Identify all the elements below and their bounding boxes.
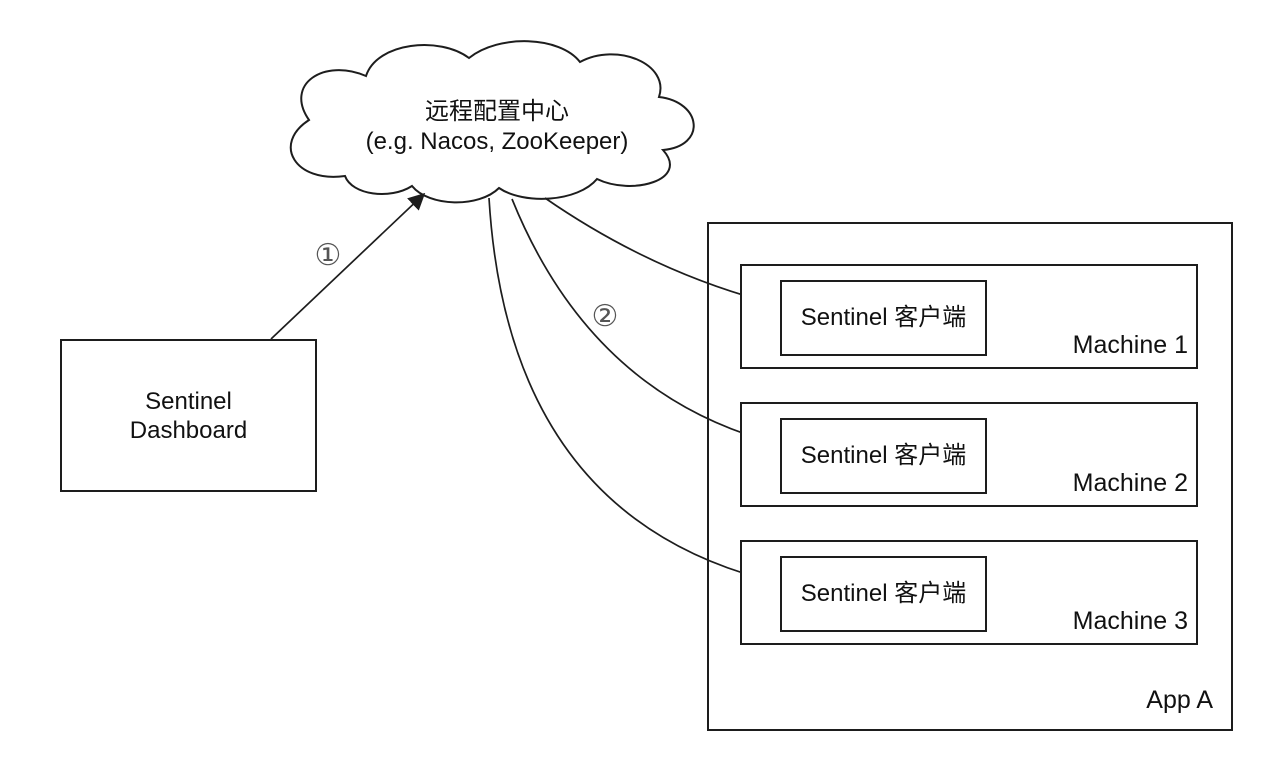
machine-1-box: Sentinel 客户端 Machine 1 — [740, 264, 1198, 369]
app-a-box: Sentinel 客户端 Machine 1 Sentinel 客户端 Mach… — [707, 222, 1233, 731]
arrow-config-to-machine-2 — [511, 198, 773, 447]
machine-3-box: Sentinel 客户端 Machine 3 — [740, 540, 1198, 645]
cloud-shape — [289, 40, 695, 204]
config-center-title: 远程配置中心 — [425, 98, 569, 125]
machine-2-label: Machine 2 — [1072, 469, 1188, 497]
config-center-subtitle: (e.g. Nacos, ZooKeeper) — [365, 128, 629, 155]
step-2-circled-number: ② — [591, 299, 619, 334]
machine-1-label: Machine 1 — [1072, 331, 1188, 359]
machine-2-sentinel-client-box: Sentinel 客户端 — [780, 418, 987, 494]
config-center-cloud: 远程配置中心 (e.g. Nacos, ZooKeeper) — [317, 97, 677, 157]
sentinel-dashboard-box: Sentinel Dashboard — [60, 339, 317, 492]
step-1-circled-number: ① — [314, 238, 342, 273]
machine-2-box: Sentinel 客户端 Machine 2 — [740, 402, 1198, 507]
machine-3-label: Machine 3 — [1072, 607, 1188, 635]
app-a-label: App A — [1146, 686, 1213, 714]
machine-3-sentinel-client-box: Sentinel 客户端 — [780, 556, 987, 632]
machine-1-sentinel-client-box: Sentinel 客户端 — [780, 280, 987, 356]
arrow-dashboard-to-config-center — [270, 192, 426, 340]
machine-3-sentinel-client-label: Sentinel 客户端 — [800, 580, 967, 607]
machine-1-sentinel-client-label: Sentinel 客户端 — [800, 304, 967, 331]
sentinel-dashboard-label: Sentinel Dashboard — [129, 387, 248, 444]
arrow-config-to-machine-3 — [488, 197, 773, 586]
machine-2-sentinel-client-label: Sentinel 客户端 — [800, 442, 967, 469]
